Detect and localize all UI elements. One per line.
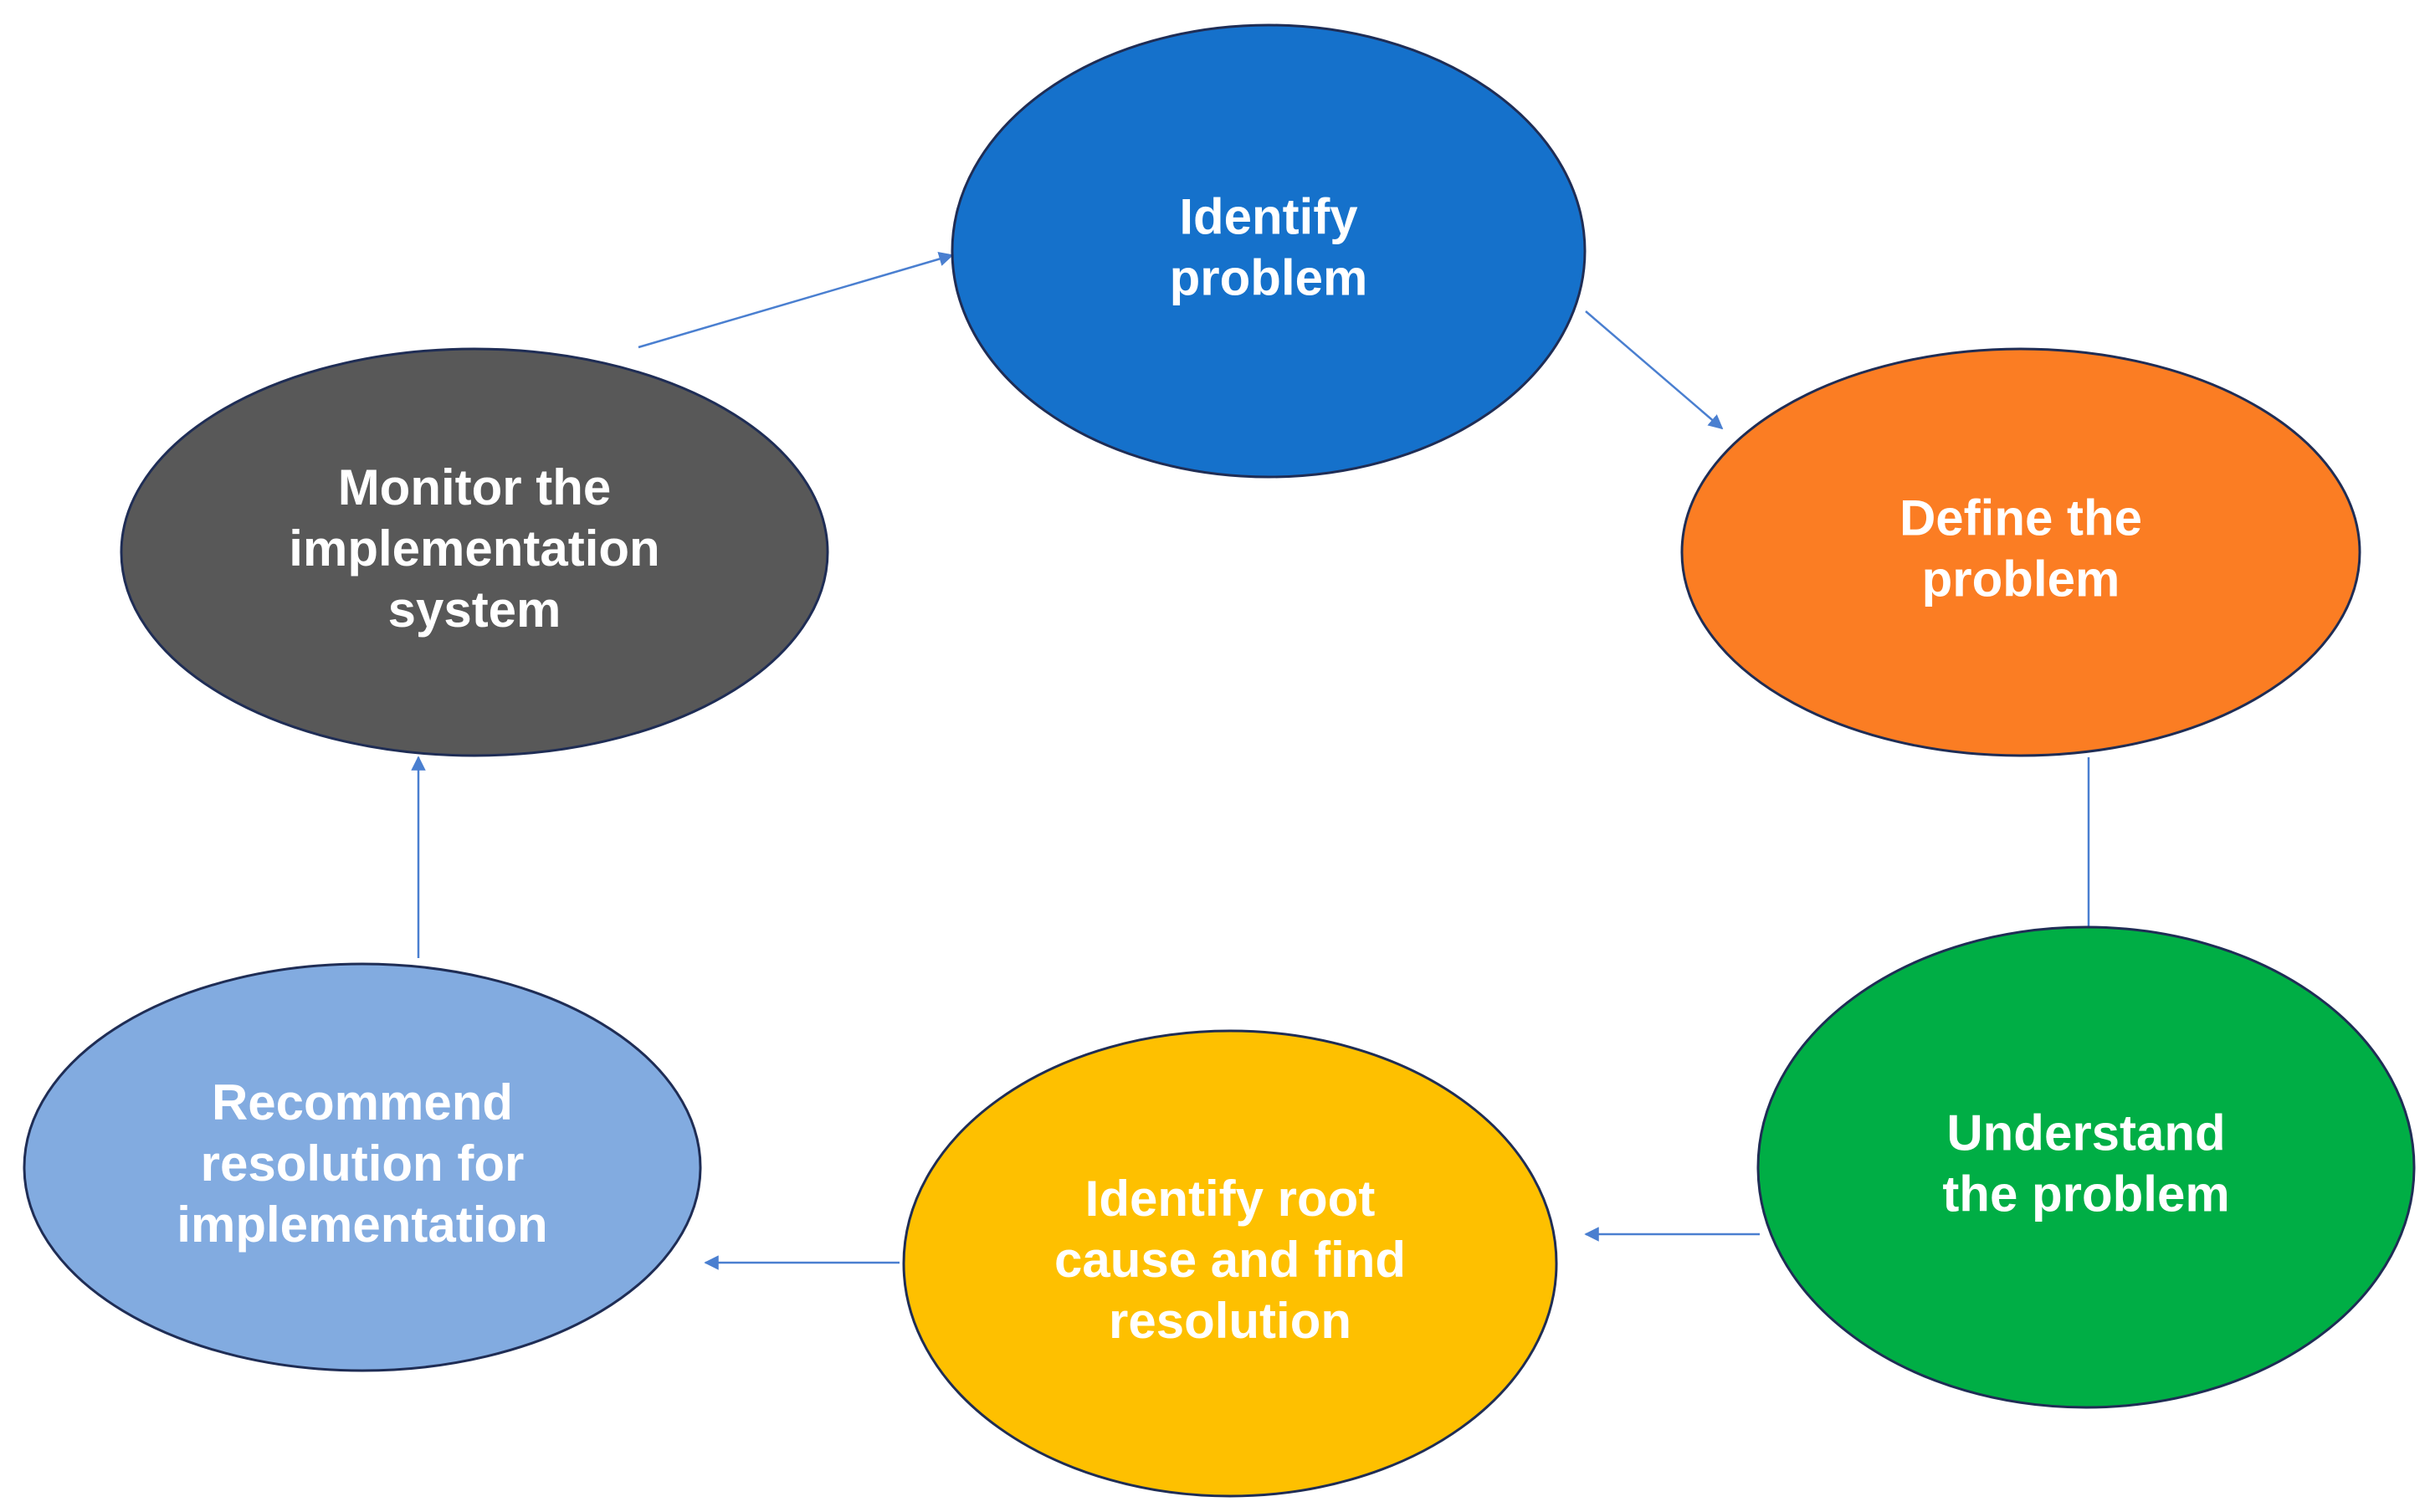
node-label-understand-problem-line-2: the problem: [1942, 1166, 2229, 1222]
node-label-monitor-implementation-line-1: Monitor the: [338, 459, 612, 515]
edges-layer: [411, 252, 2096, 1270]
node-label-monitor-implementation-line-3: system: [388, 582, 561, 638]
arrow-monitor-implementation-to-identify-problem: [638, 252, 954, 349]
node-shape-root-cause: [902, 1029, 1558, 1498]
node-shape-identify-problem: [951, 23, 1587, 479]
node-label-root-cause-line-1: Identify root: [1085, 1171, 1376, 1227]
node-shape-define-problem: [1680, 347, 2361, 757]
node-shape-monitor-implementation: [120, 347, 829, 757]
node-label-monitor-implementation-line-2: implementation: [289, 520, 659, 577]
node-shape-recommend-resolution: [23, 962, 702, 1372]
node-label-define-problem-line-1: Define the: [1899, 489, 2142, 546]
node-label-root-cause-line-2: cause and find: [1054, 1232, 1406, 1288]
node-label-identify-problem-line-1: Identify: [1179, 188, 1358, 244]
arrow-identify-problem-to-define-problem: [1585, 310, 1724, 430]
node-label-understand-problem-line-1: Understand: [1946, 1105, 2225, 1161]
node-label-recommend-resolution-line-1: Recommend: [212, 1074, 513, 1130]
node-shape-understand-problem: [1756, 925, 2416, 1409]
node-label-recommend-resolution-line-3: implementation: [177, 1197, 547, 1253]
node-label-identify-problem-line-2: problem: [1170, 249, 1368, 305]
node-label-define-problem-line-2: problem: [1922, 551, 2120, 607]
node-label-recommend-resolution-line-2: resolution for: [201, 1135, 525, 1192]
node-label-root-cause-line-3: resolution: [1109, 1293, 1351, 1349]
